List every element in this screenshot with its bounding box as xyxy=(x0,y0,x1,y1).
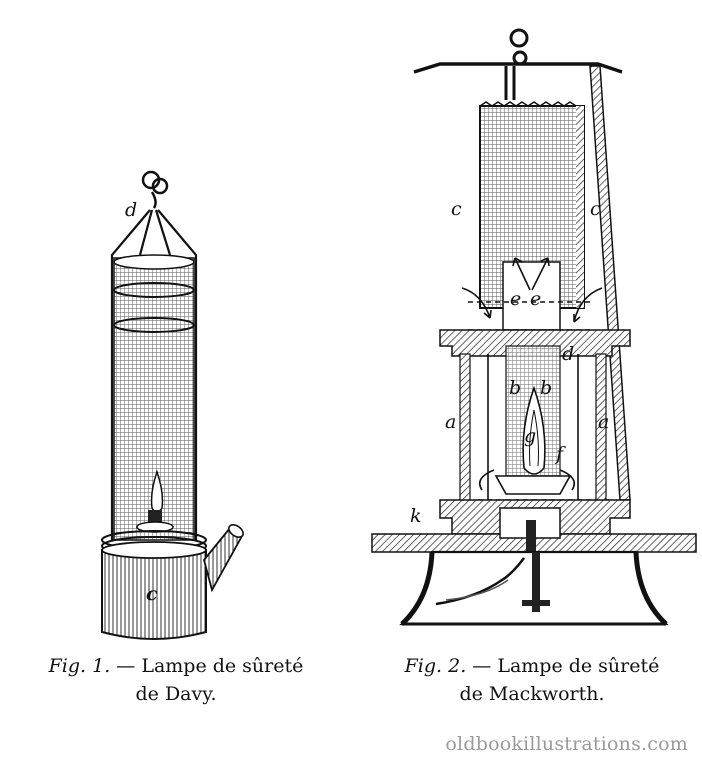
davy-gauze-top xyxy=(113,254,195,270)
mackworth-label-e1: e xyxy=(510,288,521,310)
source-watermark: oldbookillustrations.com xyxy=(445,733,688,755)
caption-fig-2-line2: de Mackworth. xyxy=(459,683,605,705)
mackworth-upper-flange xyxy=(439,329,631,357)
mackworth-wick-tube xyxy=(532,552,540,612)
davy-label-c: c xyxy=(146,583,158,605)
mackworth-cotton-wick xyxy=(435,557,525,606)
mackworth-airflow-arrows xyxy=(461,257,603,491)
mackworth-label-b1: b xyxy=(509,377,521,399)
mackworth-hook xyxy=(509,28,529,66)
caption-fig-1-number: Fig. 1. xyxy=(48,655,111,677)
mackworth-label-d: d xyxy=(562,343,574,365)
mackworth-label-c-left: c xyxy=(451,198,462,220)
mackworth-label-e2: e xyxy=(530,288,541,310)
caption-fig-1: Fig. 1. — Lampe de sûreté de Davy. xyxy=(0,652,352,708)
mackworth-label-a-right: a xyxy=(598,411,609,433)
mackworth-glass-wall-left xyxy=(459,353,471,505)
davy-lamp: d c xyxy=(101,170,244,640)
caption-fig-2-number: Fig. 2. xyxy=(404,655,467,677)
davy-oil-reservoir xyxy=(101,549,207,640)
caption-fig-2-title: — Lampe de sûreté xyxy=(466,655,660,677)
davy-carrying-wires xyxy=(110,209,198,540)
davy-label-d: d xyxy=(125,199,137,221)
mackworth-label-a-left: a xyxy=(445,411,456,433)
davy-wick-holder xyxy=(148,510,162,524)
davy-hanging-ring xyxy=(141,170,169,209)
mackworth-label-c-right: c xyxy=(590,198,601,220)
caption-fig-2: Fig. 2. — Lampe de sûreté de Mackworth. xyxy=(362,652,702,708)
davy-gauze-ring-2 xyxy=(113,317,195,333)
mackworth-label-b2: b xyxy=(540,377,552,399)
mackworth-top-bar xyxy=(413,62,623,74)
davy-gauze-ring-1 xyxy=(113,282,195,298)
mackworth-label-g: g xyxy=(524,425,536,447)
caption-fig-1-title: — Lampe de sûreté xyxy=(110,655,304,677)
mackworth-lamp: c c e e d b b g a a f k xyxy=(371,28,697,626)
mackworth-flame xyxy=(522,385,546,475)
mackworth-label-f: f xyxy=(554,443,566,465)
mackworth-burner xyxy=(494,475,572,495)
mackworth-label-k: k xyxy=(410,505,422,527)
caption-fig-1-line2: de Davy. xyxy=(135,683,217,705)
engraving-illustration: d c xyxy=(101,28,697,640)
